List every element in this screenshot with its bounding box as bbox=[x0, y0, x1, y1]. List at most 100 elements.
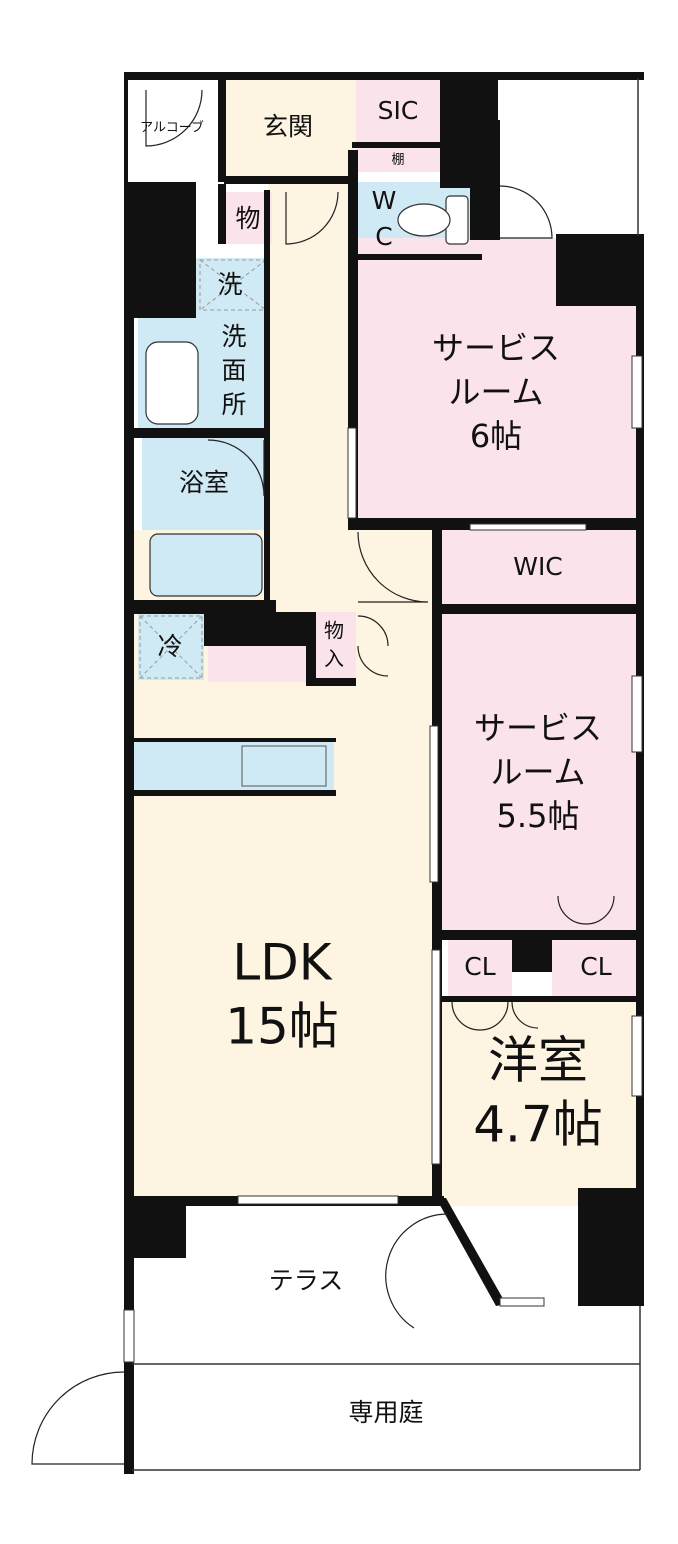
window-western-bot bbox=[499, 1297, 545, 1307]
label-laundry: 洗 bbox=[217, 270, 242, 299]
closet-2-area bbox=[552, 932, 636, 998]
label-alcove: アルコーブ bbox=[140, 120, 204, 136]
fixtures bbox=[139, 195, 469, 679]
wall-storage2-bot bbox=[306, 678, 356, 686]
western-angle-wall bbox=[436, 1198, 506, 1306]
label-entrance: 玄関 bbox=[263, 112, 313, 141]
walls bbox=[124, 72, 644, 1474]
wall-kitchen-block bbox=[204, 612, 312, 646]
label-shelf-2: 棚 bbox=[391, 153, 404, 168]
label-wic: WIC bbox=[513, 552, 563, 581]
label-storage-2b: 入 bbox=[324, 647, 344, 671]
labels: アルコーブ 玄関 SIC 棚 棚 物 W C 洗 洗 面 所 浴室 冷 物 入 … bbox=[140, 90, 612, 1427]
bathtub bbox=[149, 533, 263, 597]
service-room-2-area bbox=[440, 612, 636, 932]
wall-washroom-bot bbox=[134, 428, 270, 438]
label-shelf-1: 棚 bbox=[453, 90, 478, 119]
window-ldk-bottom bbox=[237, 1195, 399, 1205]
window-hall bbox=[347, 427, 357, 519]
wall-wc-right bbox=[470, 120, 500, 240]
doors bbox=[31, 89, 615, 1465]
wall-sr1-corner bbox=[556, 234, 642, 306]
label-garden: 専用庭 bbox=[348, 1398, 423, 1427]
label-washroom-2: 面 bbox=[221, 356, 246, 385]
label-ldk-size: 15帖 bbox=[225, 998, 339, 1056]
storage-2-area bbox=[312, 612, 356, 680]
window-wic bbox=[469, 523, 587, 531]
alcove-area bbox=[126, 78, 224, 182]
door-entrance bbox=[285, 191, 339, 245]
wall-wc-bot bbox=[356, 254, 482, 260]
kitchen-sink bbox=[241, 745, 327, 787]
door-garden bbox=[31, 1371, 125, 1465]
wall-entrance-bottom bbox=[224, 176, 352, 184]
wall-ldk-bot-block bbox=[124, 1196, 186, 1258]
label-sr2-l2: ルーム bbox=[490, 753, 585, 791]
wall-western-corner bbox=[578, 1188, 644, 1306]
label-sr2-l1: サービス bbox=[474, 709, 602, 747]
windows bbox=[123, 355, 643, 1363]
window-western-left bbox=[431, 949, 441, 1165]
door-cl1b bbox=[511, 1001, 539, 1029]
label-closet-1: CL bbox=[464, 952, 495, 981]
door-alcove bbox=[145, 89, 203, 147]
door-sr2-cl bbox=[557, 895, 615, 925]
label-terrace: テラス bbox=[269, 1266, 344, 1295]
wall-kitchen-top bbox=[124, 738, 336, 742]
toilet-bowl bbox=[397, 203, 451, 237]
window-ldk-right bbox=[429, 725, 439, 883]
sic-area bbox=[356, 78, 440, 150]
door-wc bbox=[499, 185, 553, 239]
garden-area bbox=[132, 1364, 640, 1464]
wall-storage-left bbox=[218, 184, 226, 244]
wall-left-upper bbox=[124, 72, 128, 184]
wall-left-block bbox=[124, 182, 196, 318]
wall-bath-bot bbox=[124, 600, 276, 614]
window-western bbox=[631, 1015, 643, 1097]
window-sr2 bbox=[631, 675, 643, 753]
label-sr1-size: 6帖 bbox=[470, 417, 522, 455]
wall-hall-left bbox=[264, 190, 270, 600]
door-washroom bbox=[207, 439, 265, 497]
entrance-area bbox=[224, 78, 356, 182]
washbasin bbox=[145, 341, 199, 425]
wall-left bbox=[124, 182, 134, 1474]
room-fills bbox=[126, 78, 640, 1464]
window-terrace-left bbox=[123, 1309, 135, 1363]
fridge-diag-2 bbox=[139, 615, 203, 679]
wall-alcove-right bbox=[218, 78, 226, 182]
wall-kitchen-divider bbox=[124, 790, 336, 796]
label-closet-2: CL bbox=[580, 952, 611, 981]
wall-cl-bot bbox=[440, 996, 644, 1002]
closet-1-area bbox=[448, 940, 512, 998]
label-western-name: 洋室 bbox=[488, 1032, 588, 1090]
label-wc-c: C bbox=[375, 222, 392, 251]
wall-right bbox=[636, 234, 644, 1302]
door-storage2 bbox=[357, 615, 389, 677]
label-sr1-l2: ルーム bbox=[448, 373, 543, 411]
wall-sic-mid bbox=[352, 142, 448, 148]
wall-storage2-left bbox=[306, 612, 316, 686]
label-western-size: 4.7帖 bbox=[473, 1096, 603, 1154]
label-washroom-1: 洗 bbox=[221, 322, 246, 351]
label-storage-1: 物 bbox=[235, 204, 260, 233]
shelf-area-2 bbox=[356, 146, 440, 172]
label-ldk-name: LDK bbox=[232, 934, 332, 992]
fridge-box bbox=[139, 615, 203, 679]
wall-wic-bot bbox=[432, 604, 644, 614]
door-cl1 bbox=[451, 1001, 509, 1031]
label-sr2-size: 5.5帖 bbox=[497, 797, 580, 835]
label-sic: SIC bbox=[378, 96, 419, 125]
wall-cl-mid bbox=[512, 930, 552, 972]
label-bathroom: 浴室 bbox=[179, 468, 229, 497]
outdoor-lines bbox=[132, 78, 641, 1471]
terrace-area bbox=[132, 1206, 638, 1364]
counter-pink bbox=[208, 645, 312, 682]
label-fridge: 冷 bbox=[157, 632, 182, 661]
label-wc-w: W bbox=[372, 186, 397, 215]
label-sr1-l1: サービス bbox=[432, 329, 560, 367]
label-storage-2a: 物 bbox=[324, 619, 344, 643]
door-hall-ldk bbox=[357, 531, 429, 603]
window-sr1 bbox=[631, 355, 643, 429]
